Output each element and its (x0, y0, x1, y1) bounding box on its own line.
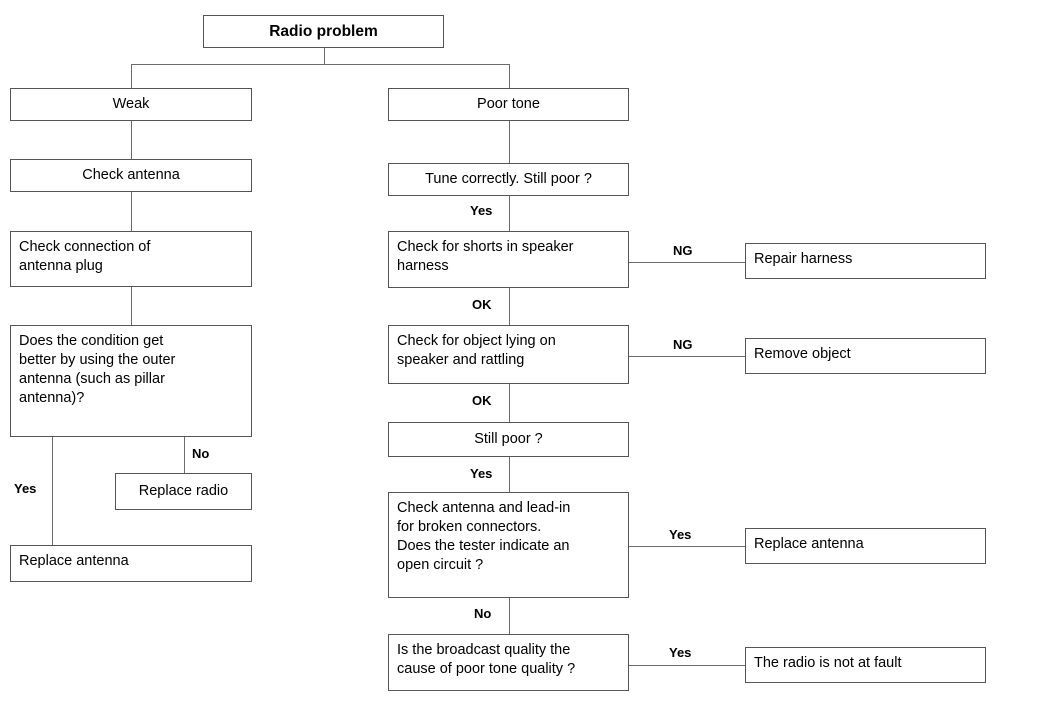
connector-object-to-still-poor (509, 384, 510, 422)
node-replace-radio[interactable]: Replace radio (115, 473, 252, 510)
node-does-condition-get-better[interactable]: Does the condition get better by using t… (10, 325, 252, 437)
connector-leadin-to-replace (629, 546, 745, 547)
node-radio-not-at-fault[interactable]: The radio is not at fault (745, 647, 986, 683)
edge-label-label-stillpoor-yes: Yes (470, 466, 493, 481)
connector-connection-to-condition (131, 287, 132, 325)
connector-broadcast-to-notfault (629, 665, 745, 666)
node-broadcast-quality[interactable]: Is the broadcast quality the cause of po… (388, 634, 629, 691)
connector-tune-to-shorts (509, 196, 510, 231)
connector-bus-to-weak (131, 64, 132, 88)
connector-leadin-to-broadcast (509, 598, 510, 634)
node-still-poor[interactable]: Still poor ? (388, 422, 629, 457)
connector-bus-to-poor-tone (509, 64, 510, 88)
node-remove-object[interactable]: Remove object (745, 338, 986, 374)
connector-weak-to-check-antenna (131, 121, 132, 159)
node-weak[interactable]: Weak (10, 88, 252, 121)
connector-root-stem (324, 48, 325, 64)
connector-object-to-remove (629, 356, 745, 357)
node-check-shorts[interactable]: Check for shorts in speaker harness (388, 231, 629, 288)
node-repair-harness[interactable]: Repair harness (745, 243, 986, 279)
edge-label-label-tune-yes: Yes (470, 203, 493, 218)
connector-check-antenna-to-connection (131, 192, 132, 231)
node-poor-tone[interactable]: Poor tone (388, 88, 629, 121)
connector-poor-tone-to-tune (509, 121, 510, 163)
node-radio-problem[interactable]: Radio problem (203, 15, 444, 48)
node-check-connection[interactable]: Check connection of antenna plug (10, 231, 252, 287)
node-replace-antenna-right[interactable]: Replace antenna (745, 528, 986, 564)
edge-label-label-yes-antenna: Yes (669, 527, 692, 542)
edge-label-label-shorts-ok: OK (472, 297, 492, 312)
connector-shorts-to-object (509, 288, 510, 325)
node-check-antenna[interactable]: Check antenna (10, 159, 252, 192)
edge-label-label-condition-no: No (192, 446, 210, 461)
edge-label-label-object-ok: OK (472, 393, 492, 408)
connector-condition-no-down (184, 437, 185, 473)
edge-label-label-condition-yes: Yes (14, 481, 37, 496)
node-check-object[interactable]: Check for object lying on speaker and ra… (388, 325, 629, 384)
connector-root-bus (131, 64, 510, 65)
edge-label-label-ng-object: NG (673, 337, 693, 352)
connector-still-poor-to-leadin (509, 457, 510, 492)
edge-label-label-leadin-no: No (474, 606, 492, 621)
node-replace-antenna-left[interactable]: Replace antenna (10, 545, 252, 582)
node-tune-correctly[interactable]: Tune correctly. Still poor ? (388, 163, 629, 196)
connector-shorts-to-repair (629, 262, 745, 263)
edge-label-label-yes-notfault: Yes (669, 645, 692, 660)
node-check-antenna-leadin[interactable]: Check antenna and lead-in for broken con… (388, 492, 629, 598)
connector-condition-yes-down (52, 437, 53, 545)
edge-label-label-ng-harness: NG (673, 243, 693, 258)
